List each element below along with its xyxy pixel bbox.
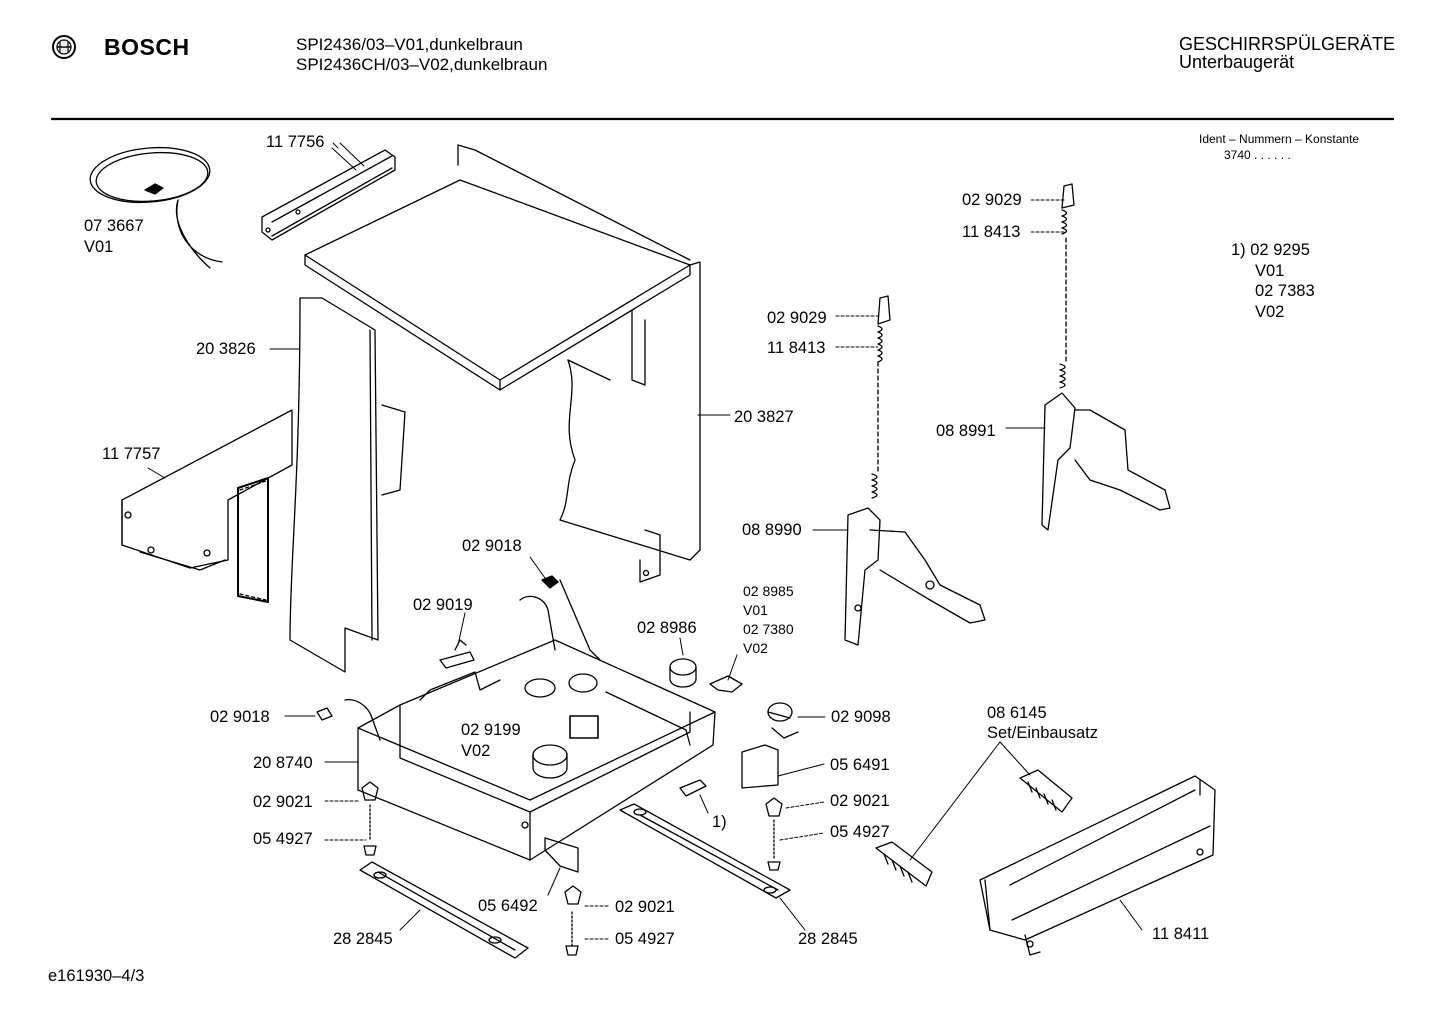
- part-label: 02 9021: [253, 793, 313, 811]
- plinth-clip-icon: [875, 841, 933, 887]
- part-variant: V02: [461, 742, 491, 760]
- base-slide-rail-icon: [359, 861, 529, 959]
- part-label: 20 8740: [253, 754, 313, 772]
- note-line-3: 02 7383: [1255, 282, 1315, 300]
- part-label: 02 9199: [461, 721, 521, 739]
- adjustable-foot-icon: [765, 797, 783, 871]
- switch-icon: [709, 675, 743, 693]
- terminal-icon: [679, 779, 707, 797]
- reference-marker: 1): [712, 813, 727, 831]
- set-label: Set/Einbausatz: [987, 724, 1098, 742]
- part-label: 02 9019: [413, 596, 473, 614]
- part-label: 05 6491: [830, 756, 890, 774]
- adjustable-foot-icon: [564, 885, 582, 956]
- part-label: 02 9018: [462, 537, 522, 555]
- cap-icon: [669, 658, 697, 688]
- part-label: 20 3826: [196, 340, 256, 358]
- part-label: 11 7756: [266, 133, 325, 151]
- model-line-2: SPI2436CH/03–V02,dunkelbraun: [296, 55, 548, 74]
- part-label: 05 4927: [615, 930, 675, 948]
- part-label: 11 8411: [1152, 925, 1210, 943]
- model-line-1: SPI2436/03–V01,dunkelbraun: [296, 35, 523, 54]
- cabinet-top-icon: [304, 144, 691, 391]
- note-line-2: V01: [1255, 262, 1285, 280]
- part-label: 07 3667: [84, 217, 144, 235]
- leader-lines: [147, 142, 1143, 940]
- door-hinge-icon: [1041, 392, 1171, 531]
- part-label: 02 9018: [210, 708, 270, 726]
- document-id: e161930–4/3: [48, 967, 145, 985]
- category-line-1: GESCHIRRSPÜLGERÄTE: [1179, 34, 1396, 54]
- clip-icon: [541, 575, 559, 589]
- door-spring-icon: [1059, 183, 1075, 389]
- brand-name: BOSCH: [104, 34, 190, 60]
- part-label: 28 2845: [798, 930, 858, 948]
- part-variant: V02: [743, 640, 768, 656]
- left-side-panel-icon: [289, 297, 406, 673]
- ident-title: Ident – Nummern – Konstante: [1199, 132, 1360, 146]
- note-line-1: 1) 02 9295: [1231, 241, 1310, 259]
- door-spring-icon: [871, 295, 891, 499]
- base-slide-rail-icon: [619, 803, 791, 899]
- part-label: 02 8986: [637, 619, 697, 637]
- part-label: 02 7380: [743, 621, 794, 637]
- part-label: 02 9029: [962, 191, 1022, 209]
- bosch-logo-icon: [52, 35, 76, 59]
- category-line-2: Unterbaugerät: [1179, 52, 1295, 72]
- part-label: 05 4927: [830, 823, 890, 841]
- power-cable-icon: [89, 146, 223, 269]
- part-label: 08 6145: [987, 704, 1047, 722]
- top-rail-icon: [261, 142, 396, 241]
- part-label: 08 8991: [936, 422, 996, 440]
- part-label: 11 8413: [767, 339, 826, 357]
- part-label: 02 8985: [743, 583, 794, 599]
- part-label: 05 4927: [253, 830, 313, 848]
- bracket-icon: [439, 639, 475, 669]
- door-hinge-icon: [844, 507, 986, 646]
- capacitor-icon: [767, 702, 799, 739]
- note-line-4: V02: [1255, 303, 1285, 321]
- mounting-bracket-icon: [741, 744, 779, 789]
- part-label: 05 6492: [478, 897, 538, 915]
- kickplate-icon: [979, 775, 1216, 956]
- ident-value: 3740 . . . . . .: [1224, 148, 1291, 162]
- part-label: 28 2845: [333, 930, 393, 948]
- adjustable-foot-icon: [361, 781, 379, 856]
- part-label: 11 8413: [962, 223, 1021, 241]
- part-variant: V01: [84, 238, 114, 256]
- part-label: 08 8990: [742, 521, 802, 539]
- part-variant: V01: [743, 602, 768, 618]
- base-tray-icon: [344, 579, 716, 873]
- part-label: 20 3827: [734, 408, 794, 426]
- part-label: 02 9029: [767, 309, 827, 327]
- plinth-clip-icon: [1019, 769, 1073, 813]
- lower-rail-icon: [121, 409, 293, 603]
- clip-icon: [316, 707, 333, 721]
- part-label: 02 9021: [830, 792, 890, 810]
- part-label: 11 7757: [102, 445, 161, 463]
- cabinet-side-panel-icon: [559, 261, 701, 583]
- part-label: 02 9098: [831, 708, 891, 726]
- part-label: 02 9021: [615, 898, 675, 916]
